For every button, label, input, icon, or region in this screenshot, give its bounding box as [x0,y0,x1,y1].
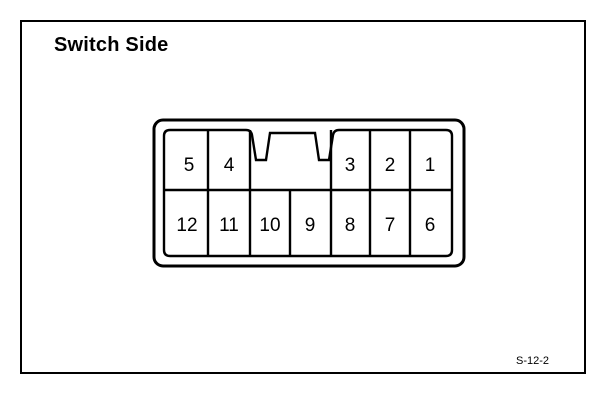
pin-label-12: 12 [176,215,197,236]
pin-label-3: 3 [345,155,356,176]
pin-label-8: 8 [345,215,356,236]
connector-outer-housing [152,118,466,268]
pin-label-11: 11 [219,215,239,236]
pin-label-6: 6 [425,215,436,236]
diagram-title: Switch Side [54,34,169,56]
pin-label-7: 7 [385,215,396,236]
connector-inner-cavity [162,128,454,258]
pin-label-2: 2 [385,155,396,176]
pin-label-4: 4 [224,155,235,176]
figure-code: S-12-2 [516,355,550,367]
pin-label-1: 1 [425,155,436,176]
diagram-frame [20,20,586,374]
pin-label-9: 9 [305,215,316,236]
pin-label-5: 5 [184,155,195,176]
pin-label-10: 10 [259,215,280,236]
